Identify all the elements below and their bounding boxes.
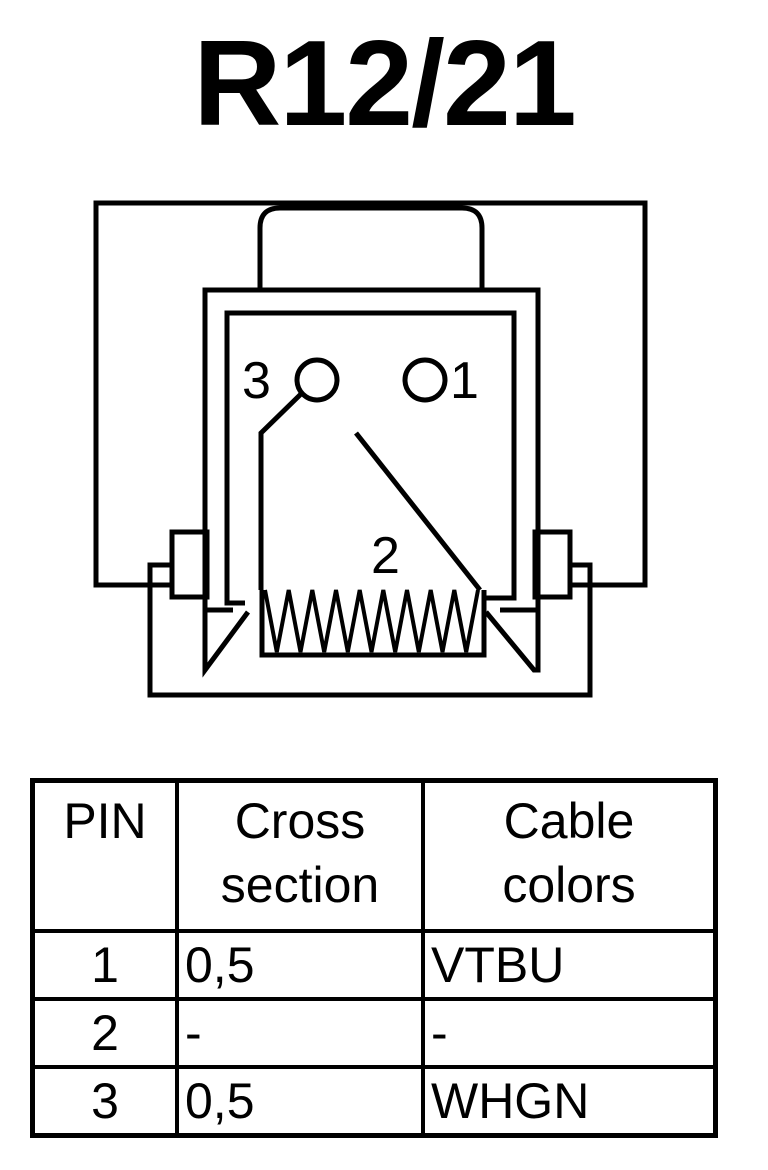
- left-side-block: [169, 529, 210, 600]
- pin-label-1: 1: [450, 352, 479, 410]
- plug-inner-frame: [224, 310, 517, 606]
- contact-rail: [259, 590, 487, 658]
- cell-cable-color: VTBU: [421, 928, 718, 1002]
- cell-cross-section: 0,5: [175, 1065, 425, 1138]
- header-cross-section: Cross section: [175, 778, 425, 933]
- pin-3-hole: [294, 357, 340, 403]
- outer-housing: [93, 200, 648, 588]
- cell-pin: 2: [30, 997, 179, 1070]
- pin-label-3: 3: [242, 352, 271, 410]
- connector-title: R12/21: [193, 15, 576, 151]
- cell-cable-color: WHGN: [421, 1065, 718, 1138]
- cell-cable-color: -: [421, 997, 718, 1070]
- right-side-block: [532, 529, 573, 600]
- base-plate: [147, 562, 593, 698]
- pin-2-wire: [354, 431, 482, 592]
- cell-pin: 1: [30, 928, 179, 1002]
- pin-label-2: 2: [371, 527, 400, 585]
- right-latch: [484, 610, 541, 673]
- pin-table: PIN Cross section Cable colors 1 0,5 VTB…: [30, 778, 718, 1138]
- table-header-row: PIN Cross section Cable colors: [30, 778, 718, 933]
- left-latch: [202, 610, 251, 678]
- connector-diagram: 3 1 2: [93, 200, 648, 698]
- pin-3-wire: [258, 391, 304, 590]
- table-row: 3 0,5 WHGN: [30, 1065, 718, 1138]
- cell-cross-section: 0,5: [175, 928, 425, 1002]
- cell-cross-section: -: [175, 997, 425, 1070]
- cell-pin: 3: [30, 1065, 179, 1138]
- header-cable-colors: Cable colors: [421, 778, 718, 933]
- header-pin: PIN: [30, 778, 179, 933]
- pin-1-hole: [402, 357, 448, 403]
- table-row: 1 0,5 VTBU: [30, 928, 718, 1002]
- plug-outer-frame: [202, 287, 541, 613]
- top-tab: [257, 205, 485, 290]
- spring-contacts: [263, 589, 480, 653]
- table-row: 2 - -: [30, 997, 718, 1070]
